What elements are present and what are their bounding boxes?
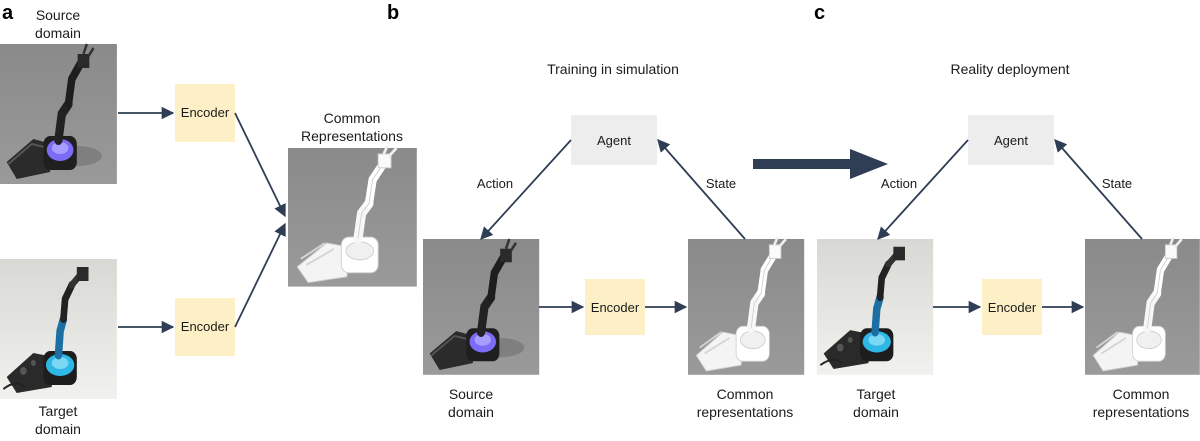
agent-box-c — [968, 115, 1054, 165]
panel-c: c Reality deployment Agent Target domain… — [814, 2, 1200, 420]
arrow-state-b — [657, 139, 746, 240]
encoder-label-bottom: Encoder — [181, 319, 230, 334]
common-representations-title-line2: Representations — [301, 128, 403, 144]
panel-c-title: Reality deployment — [950, 61, 1069, 77]
common-representations-image-c — [1085, 237, 1200, 375]
encoder-label-b: Encoder — [591, 300, 640, 315]
panel-b-letter: b — [387, 2, 399, 24]
encoder-box-bottom — [175, 298, 235, 356]
transition-arrow — [753, 149, 888, 179]
target-domain-image — [0, 259, 117, 399]
panel-b-title: Training in simulation — [547, 61, 679, 77]
source-domain-label-b-line1: Source — [449, 386, 494, 402]
agent-label-c: Agent — [994, 133, 1028, 148]
target-domain-label-c-line2: domain — [853, 404, 899, 420]
target-domain-title-line1: Target — [39, 403, 78, 419]
encoder-label-top: Encoder — [181, 105, 230, 120]
encoder-box-top — [175, 84, 235, 142]
arrow-action-b — [480, 139, 572, 240]
common-representations-label-c-line1: Common — [1113, 386, 1170, 402]
arrow-action-c — [877, 139, 969, 240]
source-domain-image — [0, 44, 117, 184]
arrow-encoder-bottom-to-common — [234, 222, 286, 328]
state-label-c: State — [1102, 176, 1132, 191]
panel-b: b Training in simulation Agent Source do… — [387, 2, 804, 420]
arrow-encoder-top-to-common — [234, 112, 286, 218]
encoder-box-c — [982, 279, 1042, 335]
action-label-c: Action — [881, 176, 917, 191]
encoder-box-b — [585, 279, 645, 335]
agent-label-b: Agent — [597, 133, 631, 148]
panel-a-letter: a — [2, 2, 14, 24]
common-representations-label-b-line1: Common — [717, 386, 774, 402]
state-label-b: State — [706, 176, 736, 191]
encoder-label-c: Encoder — [988, 300, 1037, 315]
target-domain-label-c-line1: Target — [857, 386, 896, 402]
source-domain-title-line1: Source — [36, 7, 81, 23]
common-representations-image — [288, 146, 417, 287]
panel-a: a Source domain Target domain Encoder En… — [0, 2, 417, 437]
common-representations-label-c-line2: representations — [1093, 404, 1190, 420]
source-domain-title-line2: domain — [35, 25, 81, 41]
target-domain-title-line2: domain — [35, 421, 81, 436]
source-domain-label-b-line2: domain — [448, 404, 494, 420]
source-domain-image-b — [423, 239, 539, 375]
arrow-state-c — [1054, 139, 1143, 240]
common-representations-title-line1: Common — [324, 110, 381, 126]
panel-c-letter: c — [814, 2, 825, 24]
common-representations-label-b-line2: representations — [697, 404, 794, 420]
common-representations-image-b — [688, 237, 804, 375]
action-label-b: Action — [477, 176, 513, 191]
agent-box-b — [571, 115, 657, 165]
target-domain-image-c — [817, 239, 933, 375]
